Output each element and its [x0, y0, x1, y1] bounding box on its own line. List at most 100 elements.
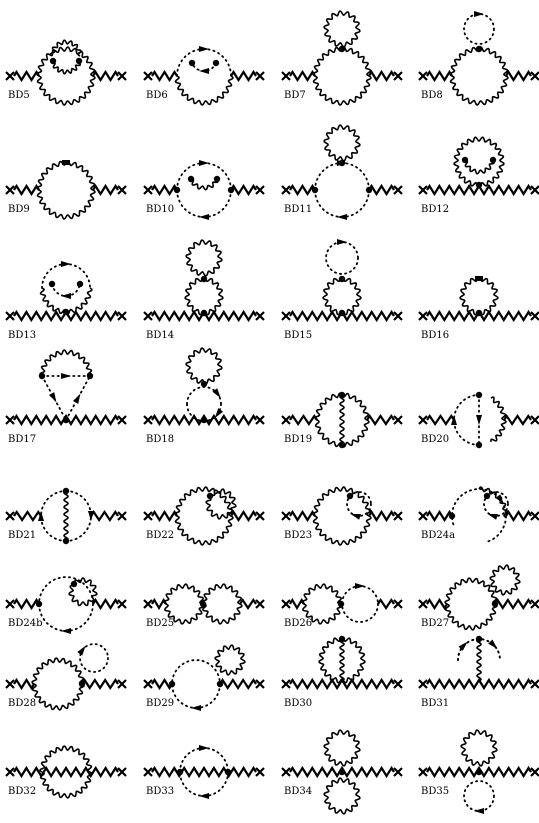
photon-loop	[163, 583, 205, 625]
diagram-label: BD34	[284, 786, 312, 797]
external-leg	[92, 69, 119, 83]
diagram-bd6: BD6	[143, 46, 265, 106]
photon-loop	[464, 160, 495, 175]
photon-loop	[322, 276, 362, 316]
external-cross-icon	[281, 511, 291, 521]
diagram-label: BD28	[8, 698, 36, 709]
vertex-dot	[35, 600, 43, 608]
external-cross-icon	[281, 71, 291, 81]
diagram-label: BD29	[146, 698, 174, 709]
photon-loop	[323, 777, 361, 815]
diagram-bd15: BD15	[281, 239, 403, 341]
diagram-label: BD27	[421, 618, 449, 629]
photon-loop	[318, 636, 366, 684]
external-cross-icon	[530, 511, 539, 521]
ghost-line	[41, 375, 67, 421]
diagram-bd19: BD19	[281, 391, 403, 449]
vertex-dot	[338, 391, 346, 399]
diagram-label: BD13	[8, 330, 36, 341]
diagram-bd25: BD25	[143, 583, 265, 629]
external-cross-icon	[117, 679, 127, 689]
ghost-arrow-icon	[495, 494, 504, 505]
external-leg	[13, 510, 42, 522]
ghost-arrow-icon	[199, 46, 209, 52]
vertex-dot	[365, 186, 373, 194]
external-leg	[289, 597, 305, 611]
diagram-label: BD26	[284, 618, 312, 629]
ghost-arrow-icon	[61, 373, 71, 379]
vertex-dot	[475, 391, 483, 399]
photon-line	[63, 490, 69, 542]
external-leg	[151, 183, 178, 197]
vertex-dot	[200, 275, 208, 283]
vertex-dot	[475, 635, 483, 643]
external-cross-icon	[281, 415, 291, 425]
diagram-label: BD17	[8, 434, 36, 445]
diagram-label: BD31	[421, 698, 449, 709]
external-cross-icon	[143, 599, 153, 609]
external-cross-icon	[143, 185, 153, 195]
photon-loop	[453, 136, 505, 188]
diagram-bd30: BD30	[281, 635, 403, 709]
external-cross-icon	[530, 185, 539, 195]
diagram-label: BD5	[8, 90, 30, 101]
ghost-loop	[346, 491, 372, 517]
diagram-label: BD20	[421, 434, 449, 445]
diagram-bd33: BD33	[143, 745, 265, 799]
external-leg	[289, 677, 395, 691]
external-cross-icon	[5, 767, 15, 777]
external-cross-icon	[5, 415, 15, 425]
ghost-loop	[463, 13, 495, 45]
external-cross-icon	[143, 767, 153, 777]
external-cross-icon	[143, 679, 153, 689]
photon-loop	[323, 729, 361, 767]
ghost-loop	[314, 162, 370, 191]
diagram-bd7: BD7	[281, 10, 403, 106]
vertex-dot	[475, 276, 483, 281]
external-leg	[13, 413, 119, 427]
external-leg	[494, 597, 532, 611]
external-leg	[426, 69, 453, 83]
vertex-dot	[338, 768, 346, 776]
vertex-dot	[62, 537, 70, 545]
diagram-bd12: BD12	[418, 136, 539, 215]
photon-loop	[31, 657, 85, 711]
external-cross-icon	[5, 311, 15, 321]
external-cross-icon	[393, 415, 403, 425]
vertex-dot	[475, 441, 483, 449]
external-leg	[368, 69, 395, 83]
external-leg	[230, 69, 257, 83]
diagram-label: BD15	[284, 330, 312, 341]
external-cross-icon	[255, 767, 265, 777]
external-cross-icon	[418, 415, 428, 425]
external-leg	[151, 69, 178, 83]
diagram-bd21: BD21	[5, 487, 127, 545]
external-cross-icon	[255, 185, 265, 195]
ghost-arrow-icon	[199, 745, 209, 751]
diagram-label: BD19	[284, 434, 312, 445]
external-cross-icon	[117, 311, 127, 321]
ghost-arrow-icon	[77, 645, 86, 656]
ghost-loop	[463, 780, 495, 812]
external-cross-icon	[530, 71, 539, 81]
external-leg	[426, 677, 532, 691]
diagram-bd29: BD29	[143, 644, 265, 711]
ghost-arrow-icon	[212, 388, 221, 399]
diagram-label: BD24a	[421, 530, 455, 541]
external-cross-icon	[143, 511, 153, 521]
external-leg	[289, 765, 395, 779]
ghost-loop	[176, 189, 232, 218]
external-leg	[151, 677, 173, 691]
external-leg	[366, 414, 395, 426]
ghost-arrow-icon	[337, 214, 347, 220]
photon-loop	[312, 46, 372, 106]
ghost-arrow-icon	[191, 705, 201, 711]
photon-loop	[489, 564, 521, 596]
vertex-dot	[187, 175, 195, 183]
vertex-dot	[62, 160, 70, 165]
vertex-dot	[212, 59, 220, 67]
photon-line	[339, 394, 345, 446]
external-cross-icon	[418, 311, 428, 321]
external-leg	[219, 677, 257, 691]
external-leg	[230, 509, 257, 523]
